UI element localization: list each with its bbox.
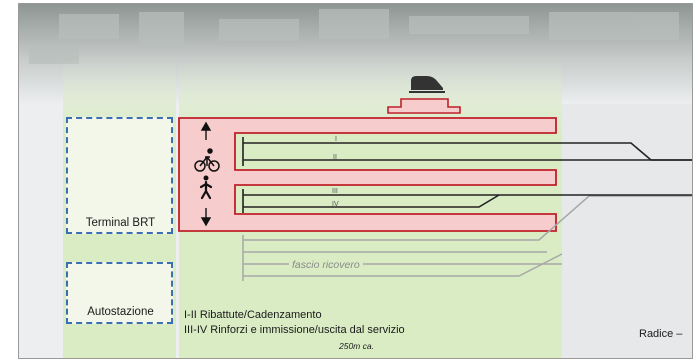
terminal-brt-box (66, 117, 173, 234)
siding-label: fascio ricovero (289, 259, 363, 271)
access-arrow (200, 121, 212, 227)
legend-line-1: I-II Ribattute/Cadenzamento (184, 309, 322, 321)
track-label-1: I (335, 136, 337, 143)
track-label-2: II (333, 154, 337, 161)
legend-line-2: III-IV Rinforzi e immissione/uscita dal … (184, 324, 405, 336)
right-root-label: Radice – (639, 328, 683, 340)
autostazione-label: Autostazione (87, 306, 154, 318)
tracks (242, 137, 692, 213)
pedestrian-icon (199, 175, 213, 200)
autostazione-box (66, 262, 173, 324)
terminal-brt-label: Terminal BRT (85, 217, 156, 229)
track-label-3: III (332, 188, 338, 195)
light-zone-right (562, 104, 692, 358)
aerial-buildings (29, 9, 679, 64)
track-label-4: IV (332, 201, 339, 208)
platform-outline (178, 117, 557, 232)
bicycle-icon (194, 148, 220, 172)
length-note: 250m ca. (339, 341, 374, 351)
platform-access-steps (387, 98, 461, 114)
train-icon (409, 76, 445, 93)
diagram-frame: Terminal BRT Autostazione I II III IV fa… (18, 3, 693, 359)
